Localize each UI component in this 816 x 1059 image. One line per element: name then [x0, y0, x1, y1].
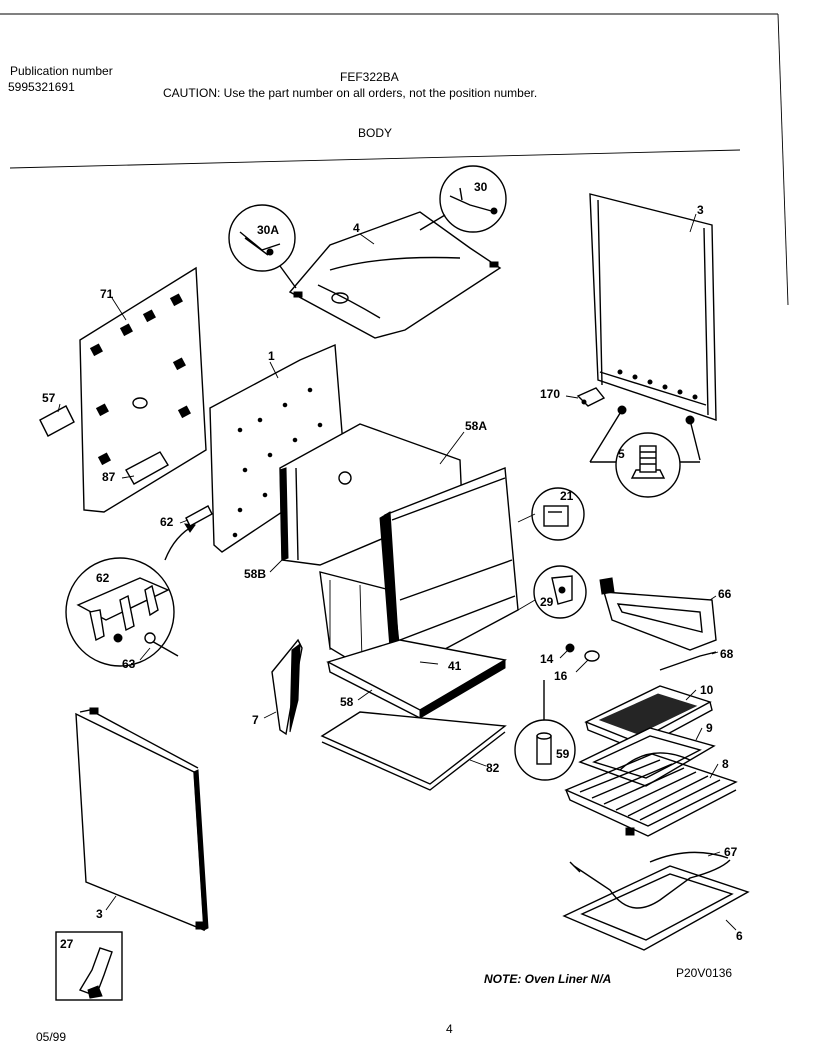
- detail-box-27: [55, 931, 123, 1001]
- callout-71: 71: [100, 287, 114, 301]
- oven-bottom-part: [562, 851, 750, 951]
- callout-7: 7: [252, 713, 259, 727]
- callout-30: 30: [474, 180, 488, 194]
- model-number: FEF322BA: [340, 70, 399, 84]
- callout-3-top: 3: [697, 203, 704, 217]
- callout-10: 10: [700, 683, 714, 697]
- bracket-57-part: [39, 405, 75, 437]
- callout-62-circle: 62: [96, 571, 110, 585]
- side-panel-left-part: [75, 707, 209, 932]
- hinge-7-part: [271, 638, 303, 736]
- clip-170-part: [576, 387, 606, 407]
- section-title: BODY: [358, 126, 393, 140]
- detail-circle-59: [514, 680, 576, 781]
- callout-4: 4: [353, 221, 360, 235]
- callout-5: 5: [618, 447, 625, 461]
- revision-date: 05/99: [36, 1030, 67, 1044]
- callout-59: 59: [556, 747, 570, 761]
- callout-63: 63: [122, 657, 136, 671]
- publication-label: Publication number: [10, 64, 113, 78]
- callout-58: 58: [340, 695, 354, 709]
- caution-text: CAUTION: Use the part number on all orde…: [163, 86, 538, 100]
- callout-68: 68: [720, 647, 734, 661]
- detail-circle-62: [65, 557, 179, 667]
- top-panel-part: [288, 211, 502, 339]
- detail-circle-21: [531, 487, 585, 541]
- callout-62: 62: [160, 515, 174, 529]
- bottom-insulation-part: [326, 639, 507, 719]
- broil-pan-insert-part: [584, 685, 713, 751]
- callout-3-bottom: 3: [96, 907, 103, 921]
- bottom-panel-part: [320, 711, 507, 791]
- callout-21: 21: [560, 489, 574, 503]
- light-socket-part: [565, 643, 600, 662]
- rear-panel-part: [79, 266, 207, 513]
- callout-29: 29: [540, 595, 554, 609]
- callout-66: 66: [718, 587, 732, 601]
- callout-8: 8: [722, 757, 729, 771]
- callout-14: 14: [540, 652, 554, 666]
- note-text: NOTE: Oven Liner N/A: [484, 972, 612, 986]
- broil-pan-part: [578, 727, 716, 787]
- page-number: 4: [446, 1022, 453, 1036]
- bracket-62-part: [185, 505, 213, 527]
- drawing-code: P20V0136: [676, 966, 733, 980]
- detail-circle-30: [419, 165, 507, 233]
- detail-circle-29: [533, 565, 587, 619]
- leader-lines: [57, 213, 737, 931]
- callout-57: 57: [42, 391, 56, 405]
- callout-27: 27: [60, 937, 74, 951]
- frame-divider-line: [9, 149, 741, 169]
- oven-rack-part: [564, 753, 738, 837]
- callout-58a: 58A: [465, 419, 487, 433]
- bake-element-part: [599, 577, 717, 651]
- callout-67: 67: [724, 845, 738, 859]
- callout-82: 82: [486, 761, 500, 775]
- callout-30a: 30A: [257, 223, 279, 237]
- detail-circle-30a: [228, 204, 297, 289]
- publication-number: 5995321691: [8, 80, 75, 94]
- callout-9: 9: [706, 721, 713, 735]
- leveling-leg-part: [589, 405, 701, 498]
- frame-right-line: [777, 13, 789, 306]
- callout-41: 41: [448, 659, 462, 673]
- callout-6: 6: [736, 929, 743, 943]
- wire-68-part: [659, 651, 717, 671]
- callout-1: 1: [268, 349, 275, 363]
- side-panel-right-part: [589, 193, 717, 421]
- callout-170: 170: [540, 387, 560, 401]
- callout-58b: 58B: [244, 567, 266, 581]
- callout-16: 16: [554, 669, 568, 683]
- callout-87: 87: [102, 470, 116, 484]
- oven-cavity-part: [319, 467, 519, 692]
